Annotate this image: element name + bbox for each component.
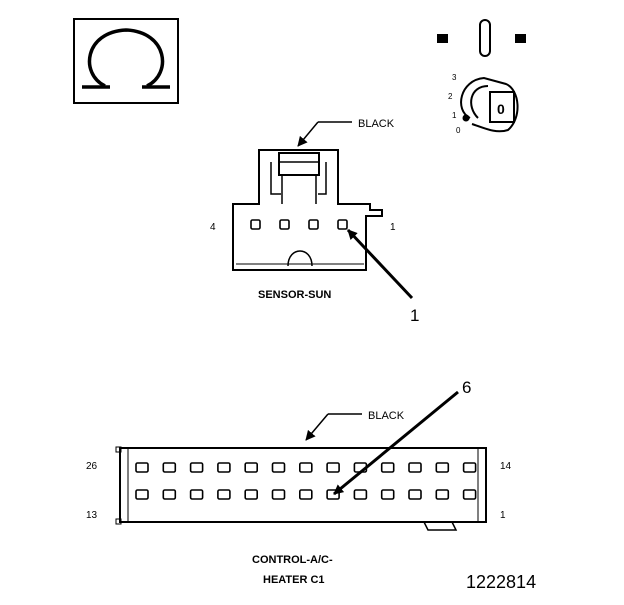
control-pin-cavity (326, 462, 340, 473)
sun-sensor-pin-right: 1 (390, 222, 396, 233)
control-pin-cavity (408, 462, 422, 473)
ignition-position-2: 2 (448, 92, 453, 101)
control-pin-cavity (217, 462, 231, 473)
control-pin-cavity (435, 489, 450, 500)
figure-id: 1222814 (466, 572, 536, 592)
control-pin-cavity (217, 489, 231, 500)
control-pin-cavity (298, 489, 313, 500)
control-pin-cavity (162, 462, 177, 473)
sun-sensor-callout-arrow (346, 228, 414, 300)
control-pin-cavity (435, 462, 450, 473)
control-pin-cavity (298, 462, 313, 473)
control-pin-cavity (380, 462, 395, 473)
sun-sensor-pin-cavity (308, 219, 319, 230)
control-pin-cavity (271, 462, 286, 473)
control-name-line1: CONTROL-A/C- (252, 554, 333, 566)
control-pin-cavity (271, 489, 286, 500)
ignition-position-0: 0 (456, 126, 461, 135)
sun-sensor-connector: BLACK 4 1 SENSOR-SUN 1 (210, 118, 419, 325)
sun-sensor-body (232, 149, 383, 271)
ohmmeter-icon (73, 18, 179, 104)
ignition-key-icon: 0 3 2 1 0 (437, 19, 526, 135)
sun-sensor-pin-cavity (337, 219, 348, 230)
control-pin-cavity (135, 489, 149, 500)
ignition-position-3: 3 (452, 73, 457, 82)
control-callout-arrow (333, 390, 459, 496)
control-pin-cavity (162, 489, 177, 500)
control-pin-cavity (462, 462, 477, 473)
control-pin-cavity (189, 489, 204, 500)
control-pin-26: 26 (86, 461, 98, 472)
ignition-position-1: 1 (452, 111, 457, 120)
control-pin-cavity (380, 489, 395, 500)
control-pin-cavity (189, 462, 204, 473)
control-pin-cavity (135, 462, 149, 473)
sun-sensor-wire-label: BLACK (358, 118, 395, 130)
ignition-key-label: 0 (497, 101, 505, 117)
control-pin-cavity (353, 489, 368, 500)
control-wire-label: BLACK (368, 410, 405, 422)
sun-sensor-name: SENSOR-SUN (258, 289, 331, 301)
control-pin-14: 14 (500, 461, 512, 472)
sun-sensor-callout-number: 1 (410, 306, 419, 325)
control-pin-cavity (408, 489, 422, 500)
control-ac-heater-connector: BLACK 26 14 13 1 6 CONTROL-A/C- HEATER C… (86, 378, 512, 586)
control-pin-1: 1 (500, 510, 506, 521)
sun-sensor-latch (278, 152, 320, 176)
control-connector-body (119, 447, 487, 523)
control-callout-number: 6 (462, 378, 471, 397)
control-pin-13: 13 (86, 510, 98, 521)
control-name-line2: HEATER C1 (263, 574, 325, 586)
sun-sensor-pin-left: 4 (210, 222, 216, 233)
sun-sensor-pin-cavity (250, 219, 261, 230)
sun-sensor-pin-cavity (279, 219, 290, 230)
control-pin-cavity (462, 489, 477, 500)
control-pin-cavity (244, 489, 258, 500)
control-pin-cavity (244, 462, 258, 473)
